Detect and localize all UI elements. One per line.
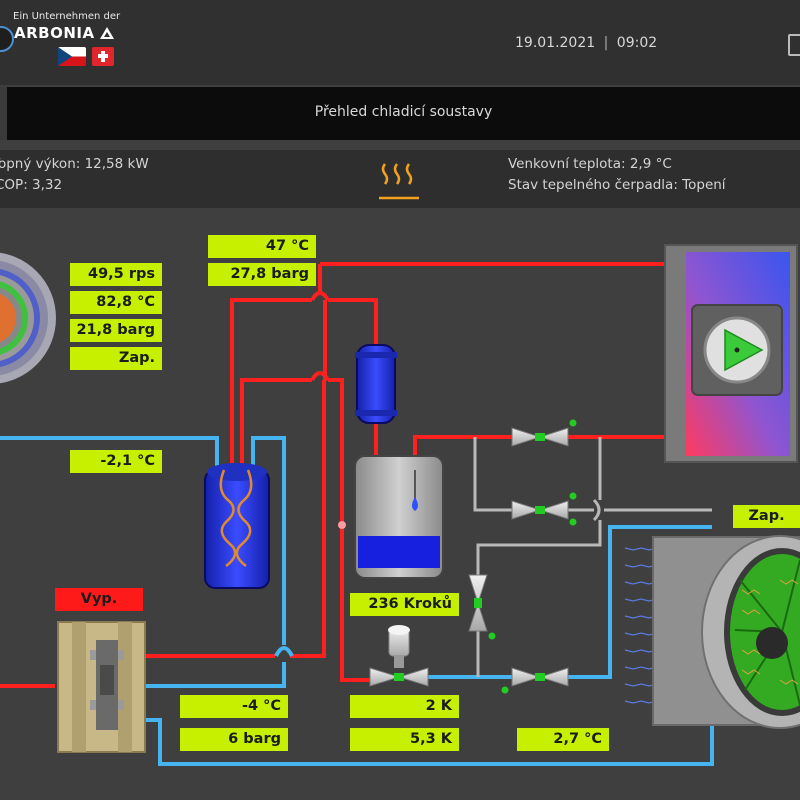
titlebar-accent <box>0 87 7 140</box>
flag-swiss-icon[interactable] <box>92 47 114 66</box>
brand-triangle-icon <box>100 27 115 39</box>
compressor-speed-label: 49,5 rps <box>70 263 162 286</box>
compressor-temp-label: 82,8 °C <box>70 291 162 314</box>
eev-steps-label: 236 Kroků <box>350 593 459 616</box>
brand-name: ARBONIA <box>14 24 95 42</box>
cold-lines <box>0 436 714 766</box>
compressor-pressure-label: 21,8 barg <box>70 319 162 342</box>
fan-state-label: Zap. <box>733 505 800 528</box>
discharge-temp-label: 47 °C <box>208 235 316 258</box>
sensor-dot <box>338 521 346 529</box>
valve-bottom[interactable] <box>501 667 569 694</box>
filter-drier[interactable] <box>355 344 397 424</box>
titlebar: Přehled chladicí soustavy <box>7 87 800 140</box>
heating-mode-icon <box>379 163 419 200</box>
bypass-lines <box>473 437 712 677</box>
heating-output-text: Topný výkon: 12,58 kW <box>0 156 149 172</box>
logo-icon <box>0 26 14 52</box>
heat-pump-state-text: Stav tepelného čerpadla: Topení <box>508 177 726 193</box>
datetime: 19.01.2021 | 09:02 <box>515 35 657 51</box>
header: Ein Unternehmen der ARBONIA 19.01.2021 |… <box>0 0 800 85</box>
superheat-label: 2 K <box>350 695 459 718</box>
outdoor-temp-text: Venkovní teplota: 2,9 °C <box>508 156 672 172</box>
valve-middle[interactable] <box>511 492 577 526</box>
datetime-separator: | <box>603 35 609 51</box>
subcooling-label: 5,3 K <box>350 728 459 751</box>
evap-temp-label: -4 °C <box>180 695 288 718</box>
heat-exchanger[interactable] <box>664 244 798 463</box>
time: 09:02 <box>616 35 658 51</box>
liquid-receiver[interactable] <box>354 455 444 579</box>
evap-pressure-label: 6 barg <box>180 728 288 751</box>
compressor[interactable] <box>0 252 56 384</box>
compressor-state-label: Zap. <box>70 347 162 370</box>
refrigeration-diagram <box>0 244 800 766</box>
brand-tagline: Ein Unternehmen der <box>13 11 121 22</box>
date: 19.01.2021 <box>515 35 596 51</box>
cop-text: COP: 3,32 <box>0 177 63 193</box>
air-temp-label: 2,7 °C <box>517 728 609 751</box>
valve-vertical[interactable] <box>468 574 496 640</box>
monitor-icon[interactable] <box>788 34 800 56</box>
pump-state-label: Vyp. <box>55 588 143 611</box>
buffer-tank[interactable] <box>204 463 270 589</box>
expansion-valve[interactable] <box>369 625 429 687</box>
page-title: Přehled chladicí soustavy <box>314 104 493 120</box>
flag-czech-icon[interactable] <box>58 47 86 66</box>
outdoor-fan-unit[interactable] <box>624 535 800 729</box>
discharge-pressure-label: 27,8 barg <box>208 263 316 286</box>
circulation-pump[interactable] <box>57 621 146 753</box>
valve-top[interactable] <box>511 419 577 447</box>
suction-temp-label: -2,1 °C <box>70 450 162 473</box>
brand-logo: ARBONIA <box>14 24 115 42</box>
